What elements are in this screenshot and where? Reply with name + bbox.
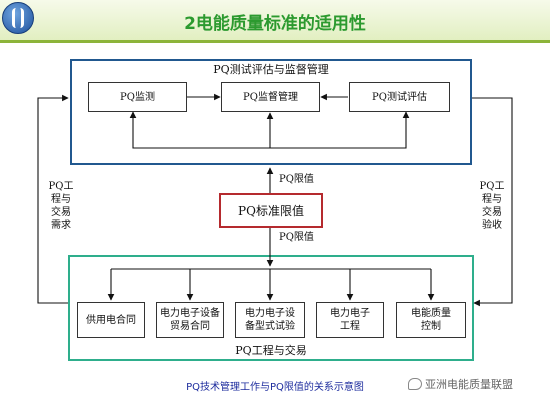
pq-control-box: 电能质量 控制	[396, 302, 466, 338]
wechat-icon	[408, 378, 422, 390]
figure-caption: PQ技术管理工作与PQ限值的关系示意图	[186, 382, 364, 393]
pq-standard-limit-box: PQ标准限值	[219, 193, 323, 228]
pe-engineering-box: 电力电子 工程	[316, 302, 384, 338]
pe-trade-contract-box: 电力电子设备 贸易合同	[156, 302, 224, 338]
page-title: 2电能质量标准的适用性	[184, 14, 366, 34]
watermark-text: 亚洲电能质量联盟	[425, 378, 513, 391]
pq-supervision-box: PQ监督管理	[221, 82, 320, 112]
limit-label-lower: PQ限值	[279, 232, 314, 243]
pq-monitoring-box: PQ监测	[88, 82, 187, 112]
pq-assessment-box: PQ测试评估	[349, 82, 450, 112]
supply-contract-box: 供用电合同	[77, 302, 145, 338]
limit-label-upper: PQ限值	[279, 174, 314, 185]
top-panel-title: PQ测试评估与监督管理	[213, 63, 329, 76]
right-side-label: PQ工 程与 交易 验收	[479, 181, 505, 231]
header-bar	[0, 0, 550, 40]
right-feedback-loop	[472, 97, 513, 307]
watermark: 亚洲电能质量联盟	[408, 376, 513, 392]
logo-icon	[2, 2, 34, 34]
pe-type-test-box: 电力电子设 备型式试验	[235, 302, 305, 338]
bottom-panel-title: PQ工程与交易	[235, 344, 307, 357]
left-side-label: PQ工 程与 交易 需求	[48, 181, 74, 231]
header-divider	[0, 40, 550, 43]
left-feedback-loop	[37, 94, 69, 304]
